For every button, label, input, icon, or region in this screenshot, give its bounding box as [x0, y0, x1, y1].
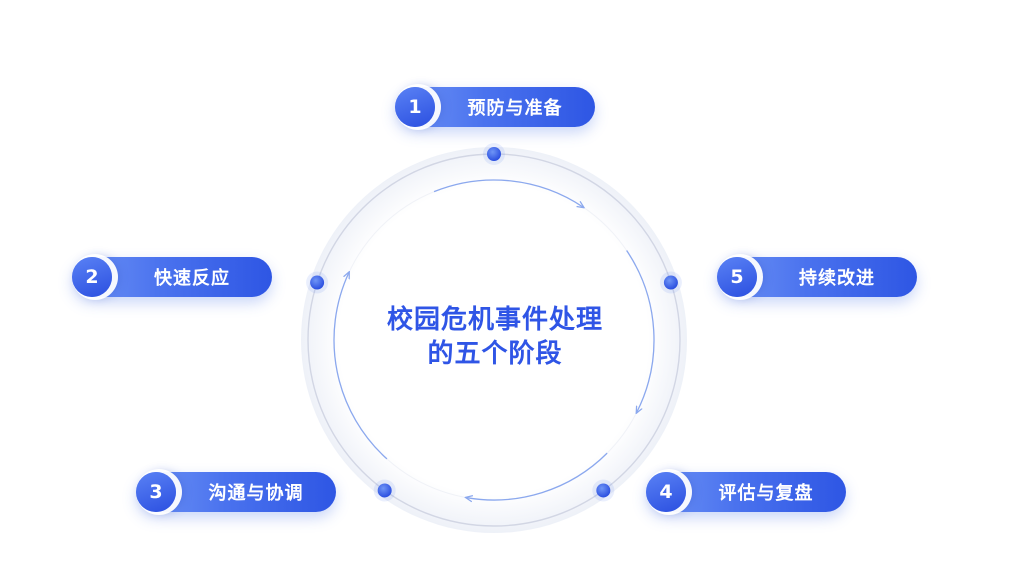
stage-5-pill: 5 持续改进 — [717, 257, 917, 297]
ring-fill — [301, 147, 687, 533]
stage-1-pill: 1 预防与准备 — [395, 87, 595, 127]
stage-5-label: 持续改进 — [799, 268, 875, 289]
stage-1-number-badge: 1 — [395, 87, 435, 127]
stage-5-number-badge: 5 — [717, 257, 757, 297]
stage-3-pill: 3 沟通与协调 — [136, 472, 336, 512]
diagram-title: 校园危机事件处理 的五个阶段 — [365, 303, 625, 371]
stage-4-pill: 4 评估与复盘 — [646, 472, 846, 512]
stage-2-label: 快速反应 — [154, 268, 230, 289]
cycle-arrow — [466, 452, 608, 500]
stage-1-label: 预防与准备 — [467, 98, 563, 119]
stage-2-number-badge: 2 — [72, 257, 112, 297]
stage-dot — [596, 483, 611, 498]
stage-dots — [306, 143, 682, 502]
stage-dot — [377, 483, 392, 498]
stage-4-number-badge: 4 — [646, 472, 686, 512]
title-line-1: 校园危机事件处理 — [386, 305, 603, 335]
cycle-arrow — [333, 272, 388, 460]
stage-3-number-badge: 3 — [136, 472, 176, 512]
stage-dot — [310, 275, 325, 290]
cycle-arrow — [626, 250, 655, 413]
stage-2-pill: 2 快速反应 — [72, 257, 272, 297]
stage-4-label: 评估与复盘 — [718, 483, 814, 504]
cycle-arrows — [333, 179, 655, 500]
title-line-2: 的五个阶段 — [427, 339, 563, 369]
cycle-arrow — [433, 179, 583, 207]
stage-dot — [663, 275, 678, 290]
stage-dot — [487, 147, 501, 161]
stage-3-label: 沟通与协调 — [208, 483, 304, 504]
